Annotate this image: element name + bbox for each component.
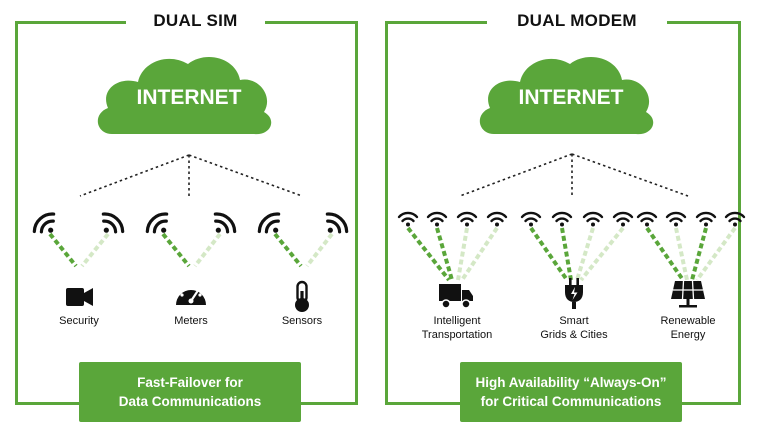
device-label-line: Energy: [670, 329, 706, 341]
wifi-icon: [665, 211, 687, 228]
cloud-label-left: INTERNET: [137, 86, 242, 109]
device-label-line: Renewable: [660, 315, 716, 327]
wifi-icon: [456, 211, 478, 228]
wifi-icon: [486, 211, 508, 228]
wifi-icon: [551, 211, 573, 228]
wifi-icon: [520, 211, 542, 228]
callout-line: High Availability “Always-On”: [475, 375, 667, 390]
signal-paths-right: [406, 226, 737, 282]
video-camera-icon: [66, 288, 93, 306]
cloud-label-right: INTERNET: [519, 86, 624, 109]
wifi-icon: [29, 208, 64, 243]
wifi-icon: [582, 211, 604, 228]
wifi-icon: [205, 208, 240, 243]
speedometer-gauge-icon: [176, 283, 206, 305]
wifi-icon: [93, 208, 128, 243]
wifi-icon: [636, 211, 658, 228]
device-label-intelligent-transportation: Intelligent Transportation: [411, 314, 503, 342]
wifi-icon: [695, 211, 717, 228]
device-label-security: Security: [59, 315, 99, 327]
wifi-icon: [724, 211, 746, 228]
connector-lines-right: [459, 153, 689, 197]
callout-line: for Critical Communications: [480, 394, 662, 409]
wifi-icon: [426, 211, 448, 228]
callout-line: Fast-Failover for: [137, 375, 243, 390]
thermometer-icon: [295, 280, 309, 312]
wifi-icon: [254, 208, 289, 243]
internet-cloud-left: INTERNET: [97, 57, 272, 135]
panel-title-dual-sim: DUAL SIM: [126, 8, 265, 34]
device-label-line: Intelligent: [433, 315, 481, 327]
device-label-renewable-energy: Renewable Energy: [648, 314, 728, 342]
truck-icon: [439, 284, 473, 309]
wifi-icon: [142, 208, 177, 243]
wifi-icon: [317, 208, 352, 243]
device-label-sensors: Sensors: [281, 315, 323, 327]
callout-fast-failover: Fast-Failover for Data Communications: [79, 362, 301, 422]
device-label-line: Transportation: [421, 329, 493, 341]
callout-line: Data Communications: [118, 394, 262, 409]
solar-panel-icon: [671, 280, 705, 308]
internet-cloud-right: INTERNET: [479, 57, 654, 135]
power-plug-icon: [565, 278, 583, 309]
panel-title-dual-modem: DUAL MODEM: [487, 8, 667, 34]
device-label-line: Grids & Cities: [540, 329, 608, 341]
wifi-signals-left: [29, 208, 352, 243]
wifi-icon: [397, 211, 419, 228]
device-label-meters: Meters: [174, 315, 208, 327]
signal-paths-left: [48, 232, 334, 268]
callout-high-availability: High Availability “Always-On” for Critic…: [460, 362, 682, 422]
wifi-icon: [612, 211, 634, 228]
connector-lines-left: [79, 154, 303, 197]
wifi-signals-right: [397, 211, 746, 228]
device-label-smart-grids: Smart Grids & Cities: [532, 314, 616, 342]
device-label-line: Smart: [559, 315, 589, 327]
